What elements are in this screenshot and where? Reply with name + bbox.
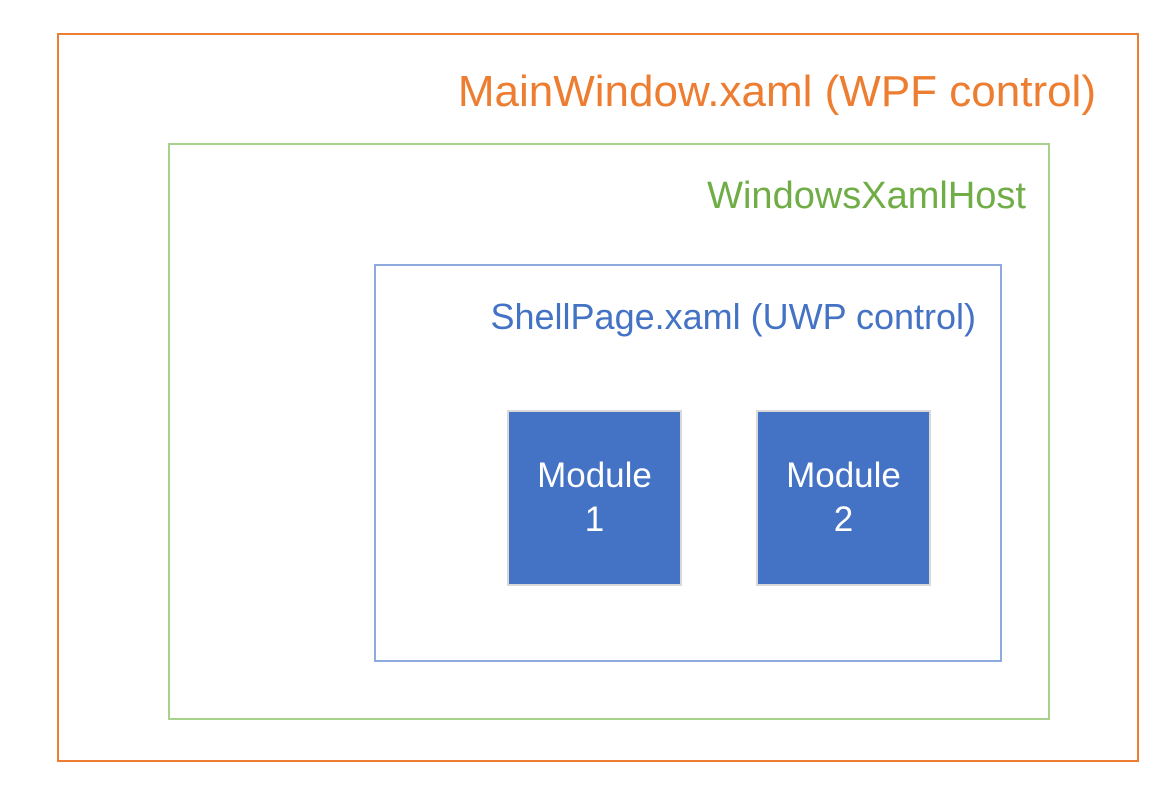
layer-shellpage-label: ShellPage.xaml (UWP control) xyxy=(490,296,976,337)
module-box-1: Module 1 xyxy=(507,410,682,586)
module-box-2-label: Module 2 xyxy=(786,456,901,539)
layer-windowsxamlhost-label: WindowsXamlHost xyxy=(707,175,1026,217)
layer-mainwindow-label: MainWindow.xaml (WPF control) xyxy=(457,67,1096,116)
layer-shellpage-uwp: ShellPage.xaml (UWP control) Module 1 Mo… xyxy=(374,264,1002,662)
module-box-2: Module 2 xyxy=(756,410,931,586)
layer-windowsxamlhost: WindowsXamlHost ShellPage.xaml (UWP cont… xyxy=(168,143,1050,720)
module-box-1-label: Module 1 xyxy=(537,456,652,539)
layer-mainwindow-wpf: MainWindow.xaml (WPF control) WindowsXam… xyxy=(57,33,1139,762)
